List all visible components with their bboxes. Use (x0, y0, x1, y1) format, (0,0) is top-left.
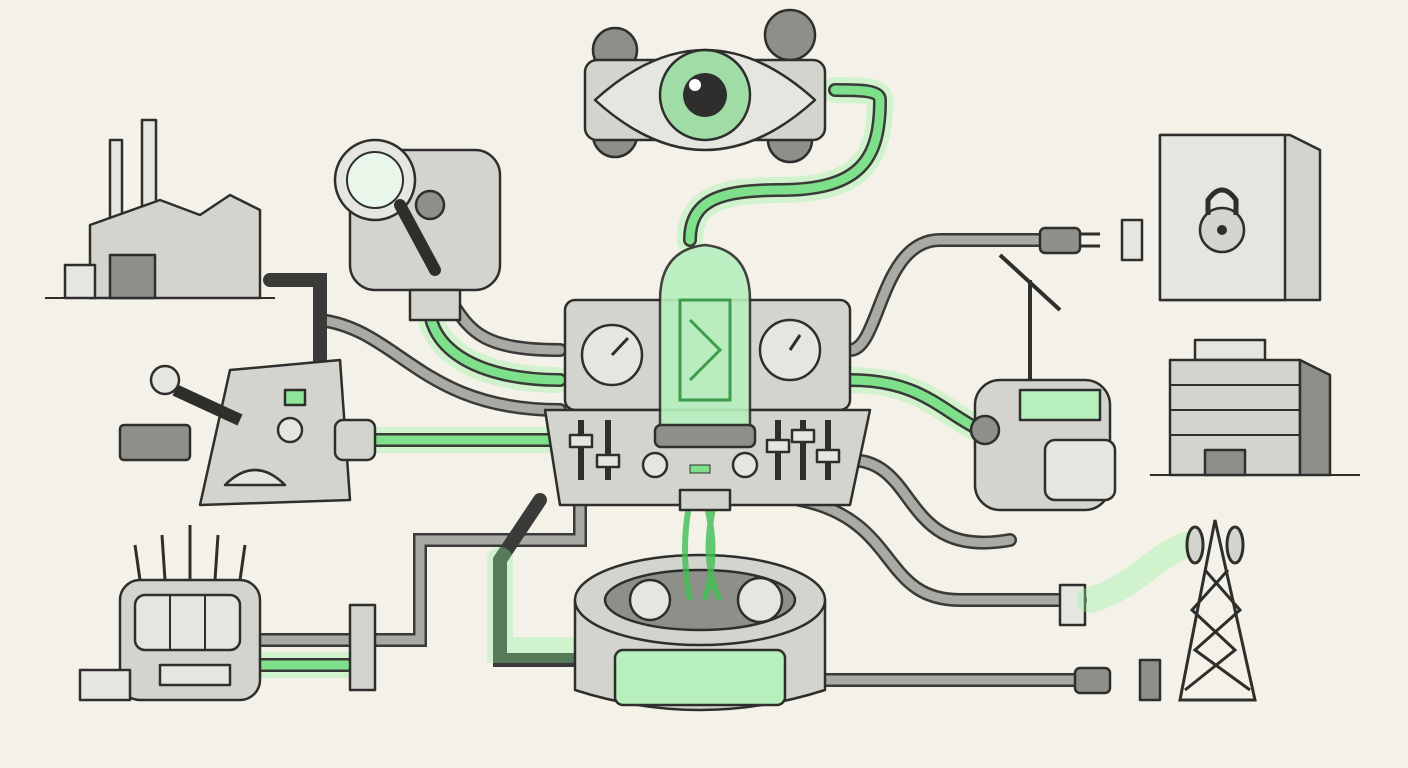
slider-controls (568, 420, 841, 480)
magnifier-camera-icon (333, 138, 502, 322)
stamp-machine-icon (118, 358, 377, 507)
plug-icon (1038, 218, 1144, 262)
lever-dial-machine-icon (78, 525, 377, 702)
radio-tower-icon (1178, 519, 1257, 702)
factory-icon (45, 118, 275, 300)
cables (247, 77, 1087, 687)
eye-machine-icon (583, 8, 827, 164)
wall-outlet-icon (1058, 532, 1198, 627)
gear-grinder-icon (573, 488, 827, 712)
glowing-tube-icon (653, 243, 757, 449)
counter-recorder-machine-icon (969, 253, 1117, 512)
plug-icon (1073, 658, 1162, 702)
office-building-icon (1150, 338, 1360, 477)
safe-with-padlock-icon (1158, 133, 1322, 302)
